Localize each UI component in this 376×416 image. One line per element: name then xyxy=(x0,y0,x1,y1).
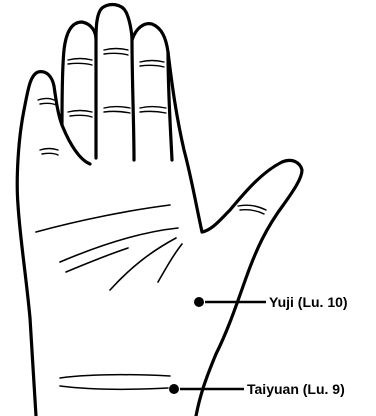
point-yuji-dot xyxy=(194,297,204,307)
point-yuji: Yuji (Lu. 10) xyxy=(194,294,348,310)
ring-finger-line xyxy=(132,40,134,160)
point-taiyuan: Taiyuan (Lu. 9) xyxy=(169,381,345,397)
wrist-creases xyxy=(60,375,170,390)
palm-lines xyxy=(36,205,182,290)
finger-creases xyxy=(38,49,266,215)
point-taiyuan-dot xyxy=(169,384,179,394)
index-finger-line xyxy=(62,125,90,164)
point-taiyuan-label: Taiyuan (Lu. 9) xyxy=(247,381,345,397)
point-yuji-label: Yuji (Lu. 10) xyxy=(269,294,348,310)
